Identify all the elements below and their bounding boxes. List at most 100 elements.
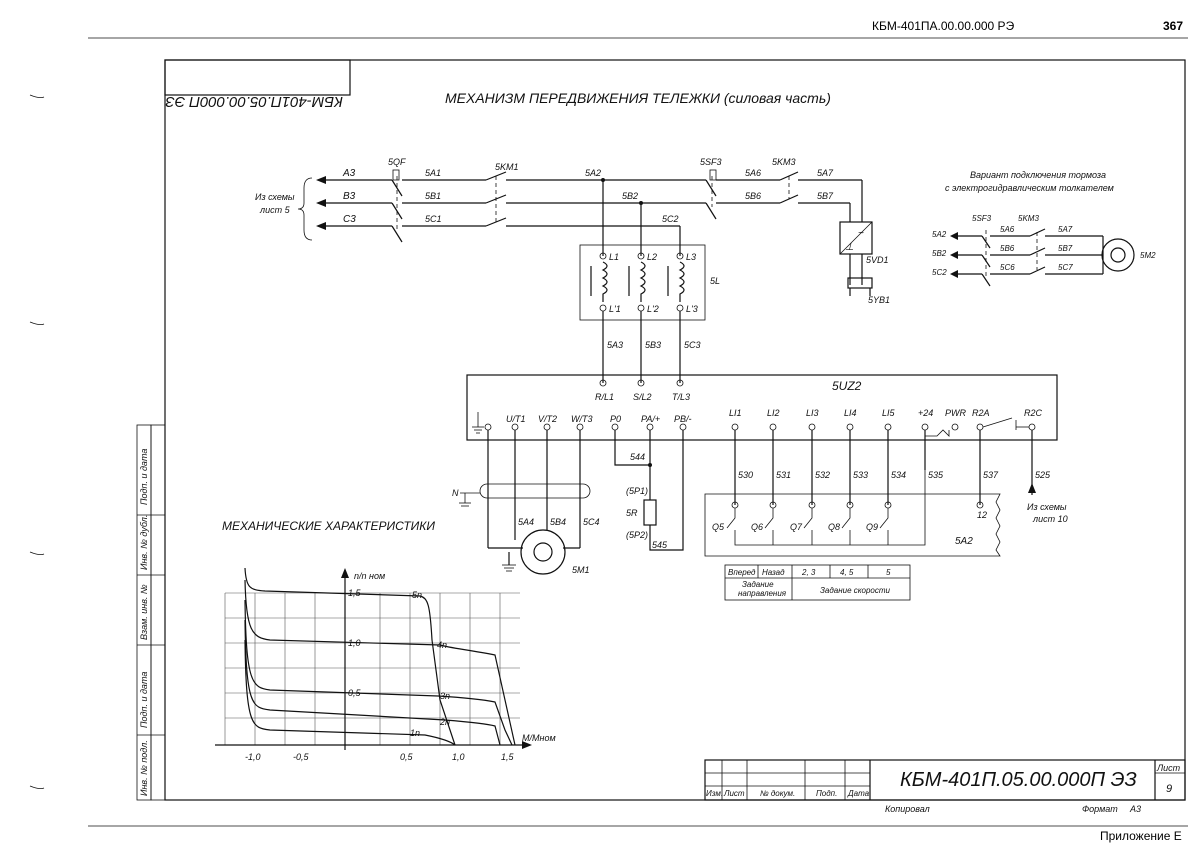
side-label-1: Подп. и дата xyxy=(139,449,149,505)
sheet-title: МЕХАНИЗМ ПЕРЕДВИЖЕНИЯ ТЕЛЕЖКИ (силовая ч… xyxy=(445,90,831,106)
variant-5KM3: 5KM3 xyxy=(1018,214,1039,223)
wire-531: 531 xyxy=(776,470,791,480)
resistor-pin1: (5P1) xyxy=(626,486,648,496)
brake-label: 5YB1 xyxy=(868,295,890,305)
variant-5A7: 5A7 xyxy=(1058,225,1073,234)
variant-5B7: 5B7 xyxy=(1058,244,1073,253)
tb-doc: КБМ-401П.05.00.000П ЭЗ xyxy=(900,769,1137,791)
term-R2C: R2C xyxy=(1024,408,1043,418)
reactor-5L xyxy=(579,244,706,321)
controller-label: 5A2 xyxy=(955,536,973,547)
term-WT3: W/T3 xyxy=(571,414,593,424)
variant-5B2: 5B2 xyxy=(932,249,947,258)
y-label: n/n ном xyxy=(354,571,385,581)
term-PA: PA/+ xyxy=(641,414,660,424)
term-R2A: R2A xyxy=(972,408,990,418)
drive-input-RL1: R/L1 xyxy=(595,392,614,402)
tb-sheet-label: Лист xyxy=(1156,763,1181,773)
drive-input-SL2: S/L2 xyxy=(633,392,652,402)
tb-format-label: Формат xyxy=(1082,804,1118,814)
variant-5A2: 5A2 xyxy=(932,230,947,239)
wire-5C4: 5C4 xyxy=(583,517,600,527)
term-24: +24 xyxy=(918,408,933,418)
contact-Q9: Q9 xyxy=(866,522,878,532)
contact-Q8: Q8 xyxy=(828,522,840,532)
wire-535: 535 xyxy=(928,470,944,480)
mech-curves xyxy=(244,567,516,746)
term-LI4: LI4 xyxy=(844,408,857,418)
wire-533: 533 xyxy=(853,470,868,480)
curve-4n: 4n xyxy=(437,640,447,650)
phase-B3: B3 xyxy=(343,191,356,202)
variant-5SF3: 5SF3 xyxy=(972,214,992,223)
tb-copied: Копировал xyxy=(885,804,930,814)
table-dir-l1: Задание xyxy=(742,580,774,589)
rectifier-label: 5VD1 xyxy=(866,255,889,265)
term-VT2: V/T2 xyxy=(538,414,557,424)
binding-mark xyxy=(29,94,45,99)
x-label: M/Mном xyxy=(522,733,556,743)
wire-5A7: 5A7 xyxy=(817,168,834,178)
mech-title: МЕХАНИЧЕСКИЕ ХАРАКТЕРИСТИКИ xyxy=(222,519,435,533)
variant-5C6: 5C6 xyxy=(1000,263,1015,272)
from-sheet10-l1: Из схемы xyxy=(1027,502,1067,512)
side-label-4: Подп. и дата xyxy=(139,672,149,728)
tb-col-izm: Изм. xyxy=(706,789,723,798)
phase-C3: C3 xyxy=(343,214,356,225)
motor-label: 5M1 xyxy=(572,565,590,575)
term-PB: PB/- xyxy=(674,414,692,424)
wire-5A6: 5A6 xyxy=(745,168,761,178)
resistor-pin2: (5P2) xyxy=(626,530,648,540)
term-LI3: LI3 xyxy=(806,408,819,418)
mirrored-stamp: КБМ-401П.05.00.000П ЭЗ xyxy=(165,93,343,110)
breaker-5SF3: 5SF3 xyxy=(700,157,722,167)
table-23: 2, 3 xyxy=(801,568,816,577)
table-dir-l2: направления xyxy=(738,589,787,598)
reactor-L3p: L'3 xyxy=(686,304,698,314)
reactor-L1p: L'1 xyxy=(609,304,621,314)
breaker-5QF: 5QF xyxy=(388,157,406,167)
wire-5B6: 5B6 xyxy=(745,191,761,201)
resistor-label: 5R xyxy=(626,508,638,518)
variant-5A6: 5A6 xyxy=(1000,225,1015,234)
rectifier-5VD1 xyxy=(839,221,873,255)
drive-5UZ2 xyxy=(466,374,1058,441)
tb-col-doc: № докум. xyxy=(760,789,795,798)
wire-545: 545 xyxy=(652,540,668,550)
tb-col-sign: Подп. xyxy=(816,789,837,798)
table-back: Назад xyxy=(762,568,785,577)
table-5: 5 xyxy=(886,568,891,577)
contactor-5KM1: 5KM1 xyxy=(495,162,519,172)
reactor-L2p: L'2 xyxy=(647,304,659,314)
controller-pin: 12 xyxy=(977,510,987,520)
source-left-line1: Из схемы xyxy=(255,192,295,202)
side-label-3: Взам. инв. № xyxy=(139,584,149,640)
xtick-m05: -0,5 xyxy=(293,752,310,762)
tb-col-list: Лист xyxy=(723,789,745,798)
wire-5A4: 5A4 xyxy=(518,517,534,527)
variant-motor-5M2 xyxy=(1101,238,1135,272)
page-number: 367 xyxy=(1163,19,1184,33)
wire-5A1: 5A1 xyxy=(425,168,441,178)
wire-525: 525 xyxy=(1035,470,1051,480)
wire-5C2: 5C2 xyxy=(662,214,679,224)
title-block xyxy=(704,759,1186,801)
term-LI5: LI5 xyxy=(882,408,896,418)
contact-Q7: Q7 xyxy=(790,522,803,532)
wire-5C1: 5C1 xyxy=(425,214,442,224)
wire-5C3: 5C3 xyxy=(684,340,701,350)
resistor-5R xyxy=(643,499,657,526)
tb-format: А3 xyxy=(1129,804,1141,814)
curve-3n: 3n xyxy=(440,691,450,701)
term-PWR: PWR xyxy=(945,408,966,418)
wire-5B7: 5B7 xyxy=(817,191,834,201)
wire-532: 532 xyxy=(815,470,830,480)
term-LI1: LI1 xyxy=(729,408,742,418)
control-wires xyxy=(734,430,1036,505)
side-label-2: Инв. № дубл. xyxy=(139,515,149,570)
wire-544: 544 xyxy=(630,452,645,462)
doc-code: КБМ-401ПА.00.00.000 РЭ xyxy=(872,19,1015,33)
phase-A3: A3 xyxy=(342,168,356,179)
variant-title-l2: с электрогидравлическим толкателем xyxy=(945,183,1114,193)
